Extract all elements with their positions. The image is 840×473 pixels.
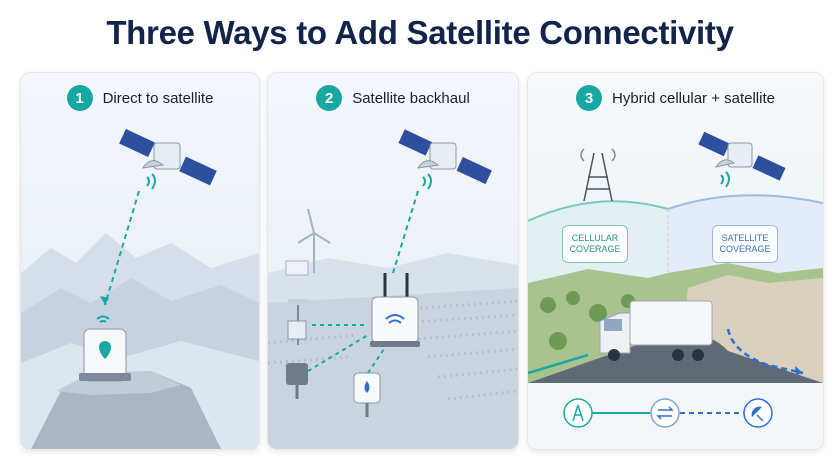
step-3-badge: 3 bbox=[576, 85, 602, 111]
satellite-dish-badge-icon bbox=[743, 398, 773, 428]
cellular-label-line1: CELLULAR bbox=[571, 233, 619, 243]
soil-sensor-icon bbox=[286, 363, 308, 399]
panel-2-title: Satellite backhaul bbox=[352, 89, 470, 107]
panel-direct-to-satellite: 1 Direct to satellite bbox=[20, 72, 260, 450]
panel-2-header: 2 Satellite backhaul bbox=[268, 85, 518, 111]
water-sensor-icon bbox=[353, 372, 381, 417]
satellite-label-line1: SATELLITE bbox=[721, 233, 769, 243]
panel-1-title: Direct to satellite bbox=[102, 89, 214, 107]
step-1-badge: 1 bbox=[66, 85, 93, 111]
panel-3-title: Hybrid cellular + satellite bbox=[612, 89, 775, 107]
switch-arrows-icon bbox=[650, 398, 680, 428]
step-2-badge: 2 bbox=[316, 85, 343, 111]
iot-device-icon bbox=[79, 315, 131, 382]
panel-hybrid: 3 Hybrid cellular + satellite CELLULAR C… bbox=[527, 72, 824, 450]
panel-3-header: 3 Hybrid cellular + satellite bbox=[528, 85, 823, 111]
satellite-icon bbox=[698, 131, 786, 181]
panel-1-header: 1 Direct to satellite bbox=[21, 85, 259, 111]
satellite-coverage-label: SATELLITE COVERAGE bbox=[712, 225, 778, 263]
cell-tower-icon bbox=[580, 148, 616, 202]
satellite-label-line2: COVERAGE bbox=[719, 244, 771, 254]
gateway-icon bbox=[370, 273, 420, 347]
satellite-icon bbox=[119, 128, 217, 186]
truck-icon bbox=[599, 300, 713, 361]
weather-station-icon bbox=[287, 299, 308, 345]
page-title: Three Ways to Add Satellite Connectivity bbox=[106, 14, 734, 51]
satellite-icon bbox=[398, 129, 492, 185]
cell-tower-badge-icon bbox=[563, 398, 593, 428]
wind-turbine-icon bbox=[297, 208, 331, 273]
direct-scene-illustration bbox=[21, 73, 259, 449]
backhaul-scene-illustration bbox=[268, 73, 518, 449]
cellular-label-line2: COVERAGE bbox=[569, 244, 621, 254]
panel-satellite-backhaul: 2 Satellite backhaul bbox=[267, 72, 519, 450]
cellular-coverage-label: CELLULAR COVERAGE bbox=[562, 225, 628, 263]
